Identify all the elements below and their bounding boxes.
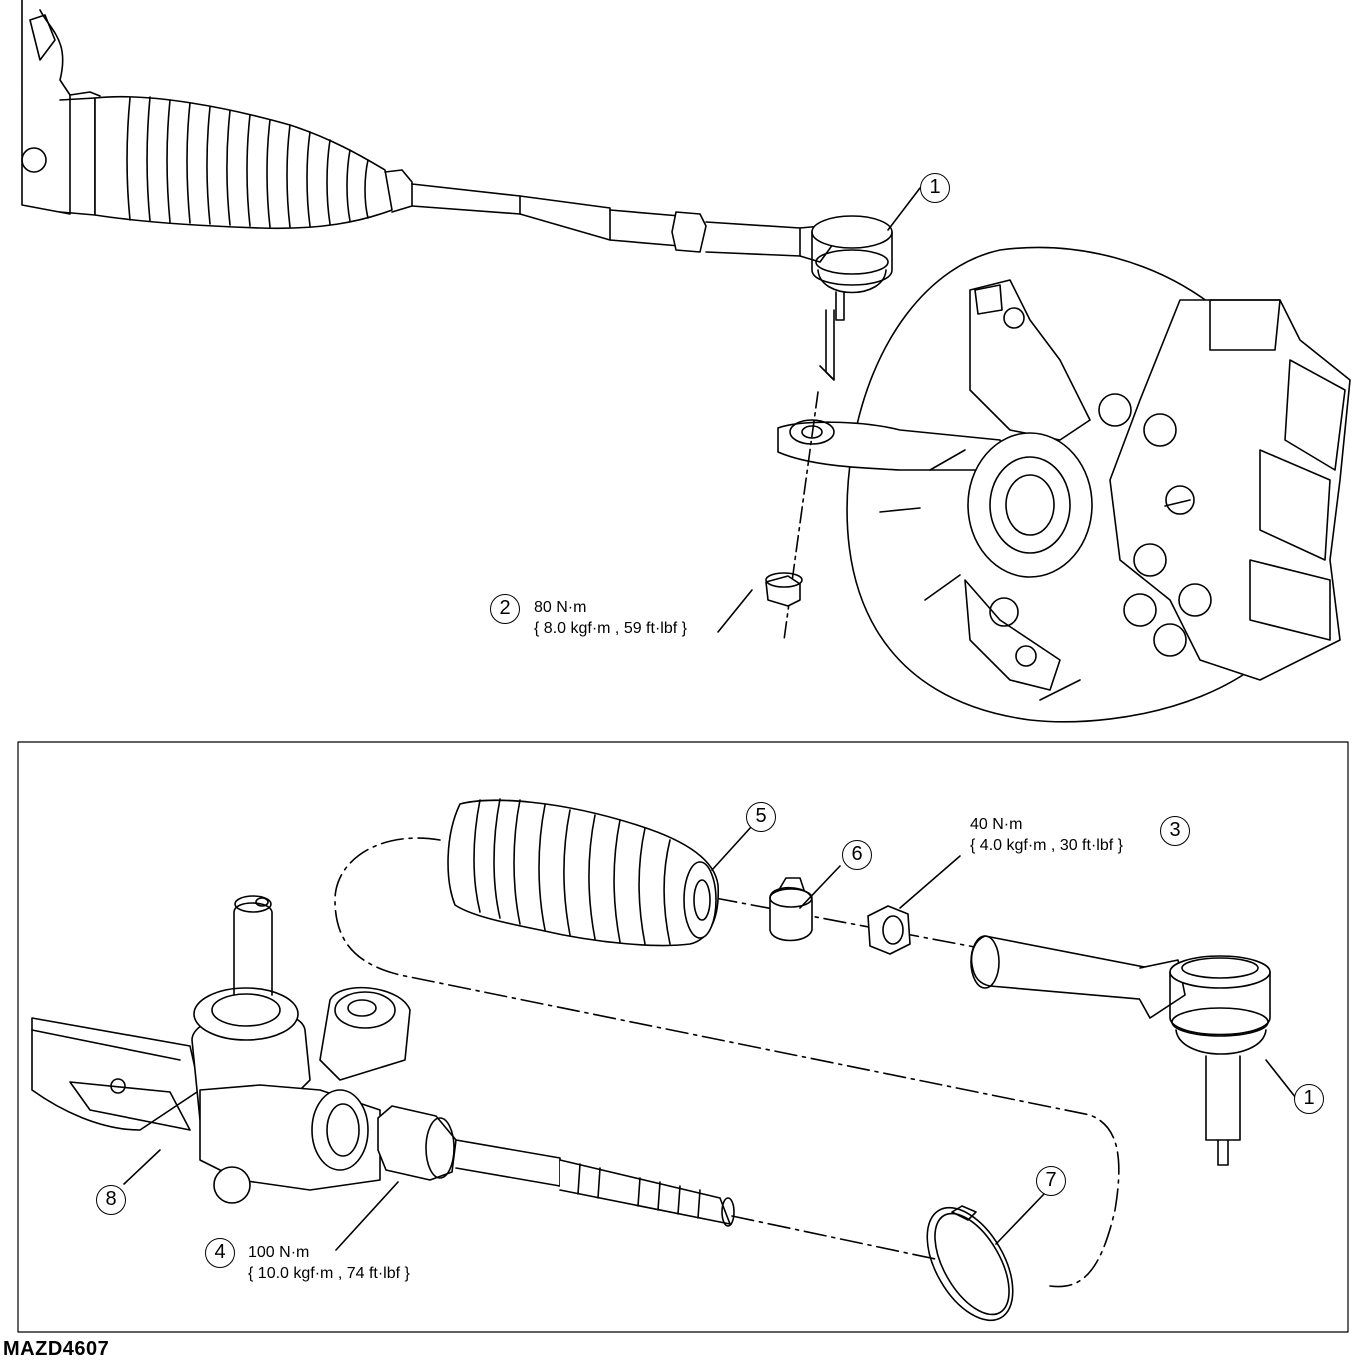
callout-item-8: 8	[96, 1185, 126, 1215]
assembly-axis-line	[714, 897, 981, 949]
callout-item-7: 7	[1036, 1166, 1066, 1196]
callout-item-6: 6	[842, 840, 872, 870]
diagram-code: MAZD4607	[3, 1338, 110, 1360]
callout-item-4: 4	[205, 1238, 235, 1268]
tie-rod-end-item-1-bottom	[970, 935, 1271, 1166]
steering-knuckle-and-brake-assembly	[777, 246, 1351, 723]
leader-item-1-top	[887, 187, 921, 231]
tie-rod-top	[411, 183, 801, 257]
assembly-axis-line-lower	[731, 1215, 941, 1261]
torque-item-3-nm: 40 N·m	[970, 816, 1023, 833]
steering-gear-assembly-top	[21, 0, 101, 216]
boot-band-item-7	[926, 1205, 1014, 1322]
torque-item-2-conversion: { 8.0 kgf·m , 59 ft·lbf }	[534, 620, 687, 637]
tie-rod-end-top	[799, 215, 893, 381]
locknut-item-3	[867, 905, 911, 955]
inset-frame	[17, 741, 1349, 1333]
inner-tie-rod-item-4	[377, 1105, 735, 1227]
torque-item-2-nm: 80 N·m	[534, 599, 587, 616]
callout-item-2: 2	[490, 594, 520, 624]
boot-top	[94, 95, 413, 230]
torque-item-4-conversion: { 10.0 kgf·m , 74 ft·lbf }	[248, 1265, 410, 1282]
callout-item-3: 3	[1160, 816, 1190, 846]
torque-spec-item-2: 80 N·m { 8.0 kgf·m , 59 ft·lbf }	[534, 597, 687, 639]
torque-item-3-conversion: { 4.0 kgf·m , 30 ft·lbf }	[970, 837, 1123, 854]
torque-item-4-nm: 100 N·m	[248, 1244, 310, 1261]
leader-item-2	[717, 589, 753, 633]
leader-item-3	[899, 855, 961, 909]
assembly-path-loop	[334, 837, 1120, 1288]
torque-spec-item-3: 40 N·m { 4.0 kgf·m , 30 ft·lbf }	[970, 814, 1123, 856]
steering-gear-item-8	[31, 895, 411, 1204]
nut-item-2-top	[765, 391, 819, 641]
callout-item-5: 5	[746, 802, 776, 832]
callout-item-1-top: 1	[920, 173, 950, 203]
boot-item-5	[447, 798, 719, 947]
torque-spec-item-4: 100 N·m { 10.0 kgf·m , 74 ft·lbf }	[248, 1242, 410, 1284]
leader-item-1-bottom	[1265, 1059, 1297, 1099]
leader-item-5	[711, 825, 753, 871]
leader-item-7	[995, 1193, 1045, 1245]
callout-item-1-bottom: 1	[1294, 1084, 1324, 1114]
leader-item-6	[799, 865, 841, 909]
leader-item-4	[335, 1181, 399, 1251]
leader-item-8	[123, 1149, 161, 1185]
clamp-item-6	[769, 877, 813, 942]
